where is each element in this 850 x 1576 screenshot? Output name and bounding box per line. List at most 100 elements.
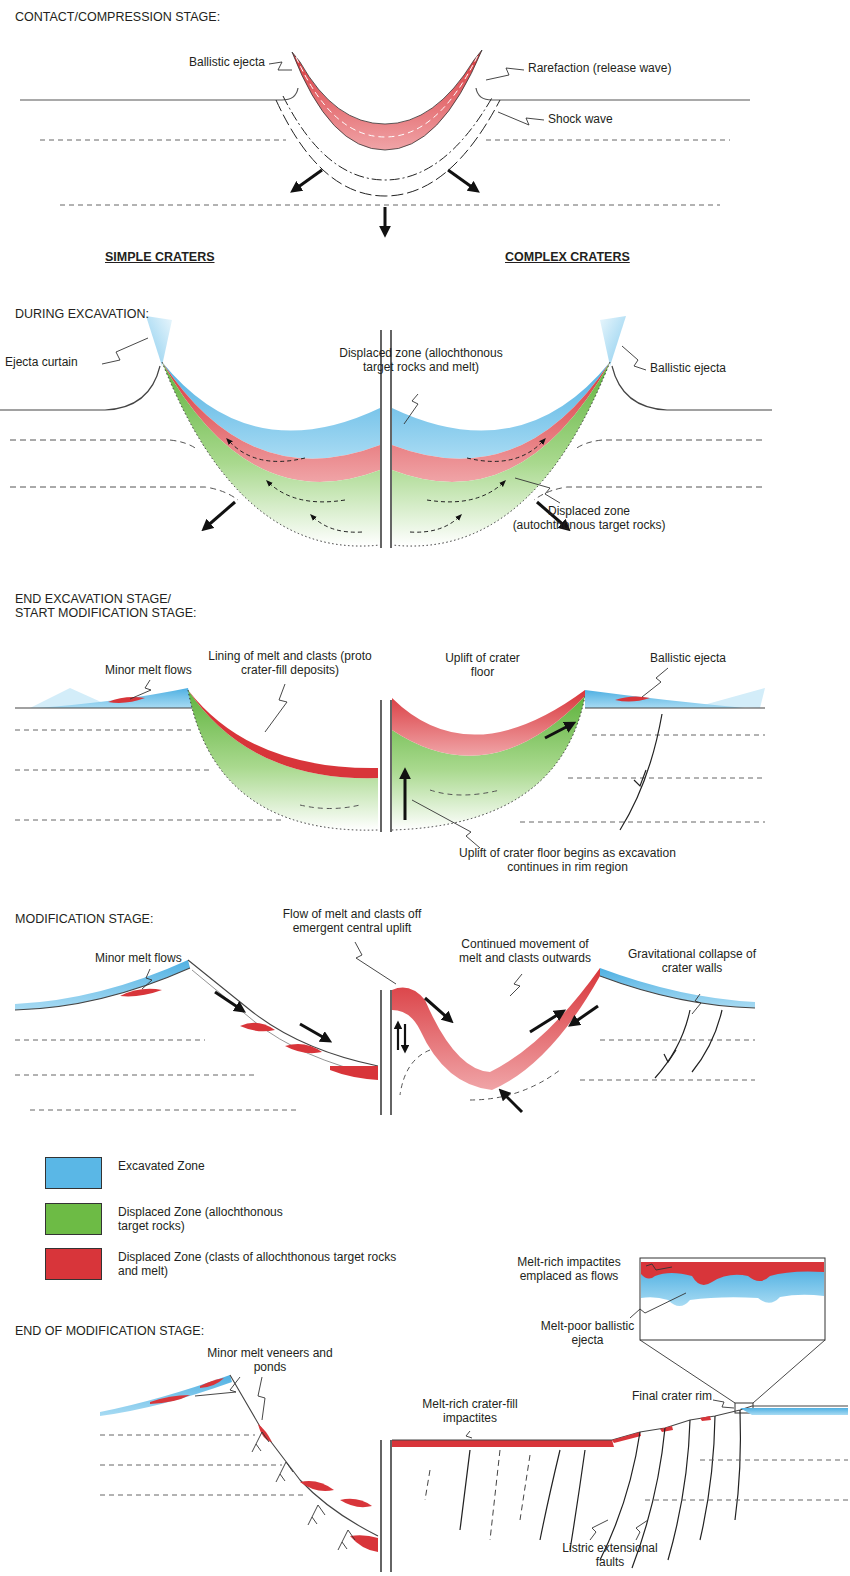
end-modification-drawing-part [276, 1462, 293, 1482]
legend-text: Displaced Zone (clasts of allochthonous … [118, 1250, 408, 1279]
end-excavation-drawing-part [380, 700, 381, 832]
end-modification-drawing-part [600, 1432, 640, 1560]
modification-stage-drawing-part [692, 994, 701, 1014]
modification-stage-drawing-part [300, 1024, 328, 1040]
callout-label: Ballistic ejecta [150, 56, 265, 70]
callout-label: Displaced zone (allochthonous target roc… [339, 347, 503, 375]
stage-heading: CONTACT/COMPRESSION STAGE: [15, 10, 345, 24]
modification-stage-drawing-part [572, 1006, 598, 1024]
modification-stage-drawing-part [600, 1040, 755, 1041]
end-excavation-drawing-part [545, 724, 572, 738]
column-heading: SIMPLE CRATERS [105, 250, 265, 264]
end-excavation-drawing-part [392, 696, 585, 830]
end-modification-drawing-part [740, 1408, 848, 1415]
inset-detail-part [646, 1264, 672, 1270]
end-modification-drawing-part [520, 1455, 530, 1520]
end-excavation-drawing-part [390, 700, 391, 832]
callout-label: Lining of melt and clasts (proto crater-… [200, 650, 380, 678]
end-modification-drawing-part [200, 1378, 224, 1388]
modification-stage-drawing-part [664, 1050, 676, 1062]
stage-heading: DURING EXCAVATION: [15, 307, 265, 321]
end-excavation-drawing-part [392, 690, 585, 756]
end-excavation-drawing-part [585, 690, 745, 708]
contact-stage-drawing-part [60, 205, 720, 206]
contact-stage-drawing-part [292, 50, 482, 150]
modification-stage-drawing-part [400, 1050, 430, 1095]
end-modification-drawing-part [540, 1450, 560, 1540]
inset-detail-part [630, 1293, 686, 1318]
end-modification-drawing-part [425, 1470, 430, 1500]
callout-label: Minor melt veneers and ponds [200, 1347, 340, 1375]
modification-stage-drawing-part [655, 1010, 690, 1078]
end-modification-drawing-part [100, 1375, 232, 1416]
end-excavation-drawing-part [568, 778, 765, 779]
end-excavation-drawing-part [15, 820, 285, 821]
modification-stage-drawing-part [404, 1024, 406, 1050]
end-modification-drawing-part [300, 1481, 334, 1491]
modification-stage-drawing-part [510, 974, 522, 996]
contact-stage-drawing-part [20, 88, 298, 100]
legend-swatch [45, 1203, 102, 1235]
end-modification-drawing-part [390, 1440, 391, 1572]
end-modification-drawing-part [100, 1495, 305, 1496]
end-excavation-drawing-part [300, 805, 360, 809]
stage-heading: MODIFICATION STAGE: [15, 912, 265, 926]
callout-label: Ballistic ejecta [650, 362, 760, 376]
end-modification-drawing-part [392, 1440, 614, 1447]
modification-stage-drawing-part [120, 989, 162, 997]
modification-stage-drawing-part [188, 960, 378, 1066]
modification-stage-drawing-part [692, 1010, 722, 1072]
end-modification-drawing-part [590, 1520, 608, 1540]
stage-heading: END OF MODIFICATION STAGE: [15, 1324, 275, 1338]
modification-stage-drawing-part [215, 992, 242, 1010]
modification-stage-drawing-part [30, 1110, 300, 1111]
callout-label: Final crater rim [612, 1390, 712, 1404]
callout-label: Continued movement of melt and clasts ou… [450, 938, 600, 966]
modification-stage-drawing-part [390, 990, 391, 1115]
end-excavation-drawing-part [15, 770, 212, 771]
inset-detail-part [641, 1262, 824, 1285]
end-modification-drawing-part [195, 1377, 240, 1396]
modification-stage-drawing-part [192, 970, 378, 1076]
end-excavation-drawing-part [265, 684, 287, 732]
contact-stage-drawing-part [486, 140, 730, 141]
callout-label: Rarefaction (release wave) [528, 62, 748, 76]
end-modification-drawing-part [466, 1431, 472, 1438]
callout-label: Flow of melt and clasts off emergent cen… [262, 908, 442, 936]
end-modification-drawing-part [612, 1432, 641, 1443]
contact-stage-drawing [20, 50, 750, 233]
end-excavation-drawing-part [620, 714, 662, 830]
end-excavation-drawing-part [188, 690, 378, 778]
callout-label: Melt-poor ballistic ejecta [540, 1320, 635, 1348]
end-modification-drawing-part [252, 1432, 269, 1452]
callout-label: Minor melt flows [105, 664, 220, 678]
callout-label: Minor melt flows [95, 952, 210, 966]
end-excavation-drawing-part [15, 730, 195, 731]
callout-label: Displaced zone (autochthonous target roc… [505, 505, 673, 533]
excavation-stage-drawing-part [515, 478, 560, 503]
modification-stage-drawing-part [470, 1070, 560, 1100]
contact-stage-drawing-part [476, 88, 750, 100]
modification-stage-drawing-part [425, 998, 450, 1020]
callout-label: Listric extensional faults [550, 1542, 670, 1570]
contact-stage-drawing-part [384, 207, 387, 233]
modification-stage-drawing-part [380, 990, 381, 1115]
excavation-stage-drawing-part [0, 316, 380, 546]
contact-stage-drawing-part [276, 100, 500, 196]
end-excavation-drawing-part [412, 800, 480, 848]
contact-stage-drawing-part [40, 140, 286, 141]
modification-stage-drawing-part [600, 976, 755, 1008]
modification-stage-drawing-part [285, 1044, 322, 1053]
callout-label: Ejecta curtain [5, 356, 115, 370]
excavation-stage-drawing-part [102, 338, 148, 364]
modification-stage-drawing-part [15, 1040, 205, 1041]
end-modification-drawing-part [645, 1500, 848, 1501]
callout-label: Shock wave [548, 113, 658, 127]
end-excavation-drawing-part [615, 696, 650, 701]
modification-stage-drawing-part [397, 1024, 399, 1050]
end-modification-drawing-part [490, 1450, 500, 1540]
excavation-stage-drawing-part [404, 394, 418, 424]
end-excavation-drawing-part [404, 772, 407, 820]
end-modification-drawing-part [230, 1375, 378, 1536]
modification-stage-drawing-part [355, 942, 396, 984]
